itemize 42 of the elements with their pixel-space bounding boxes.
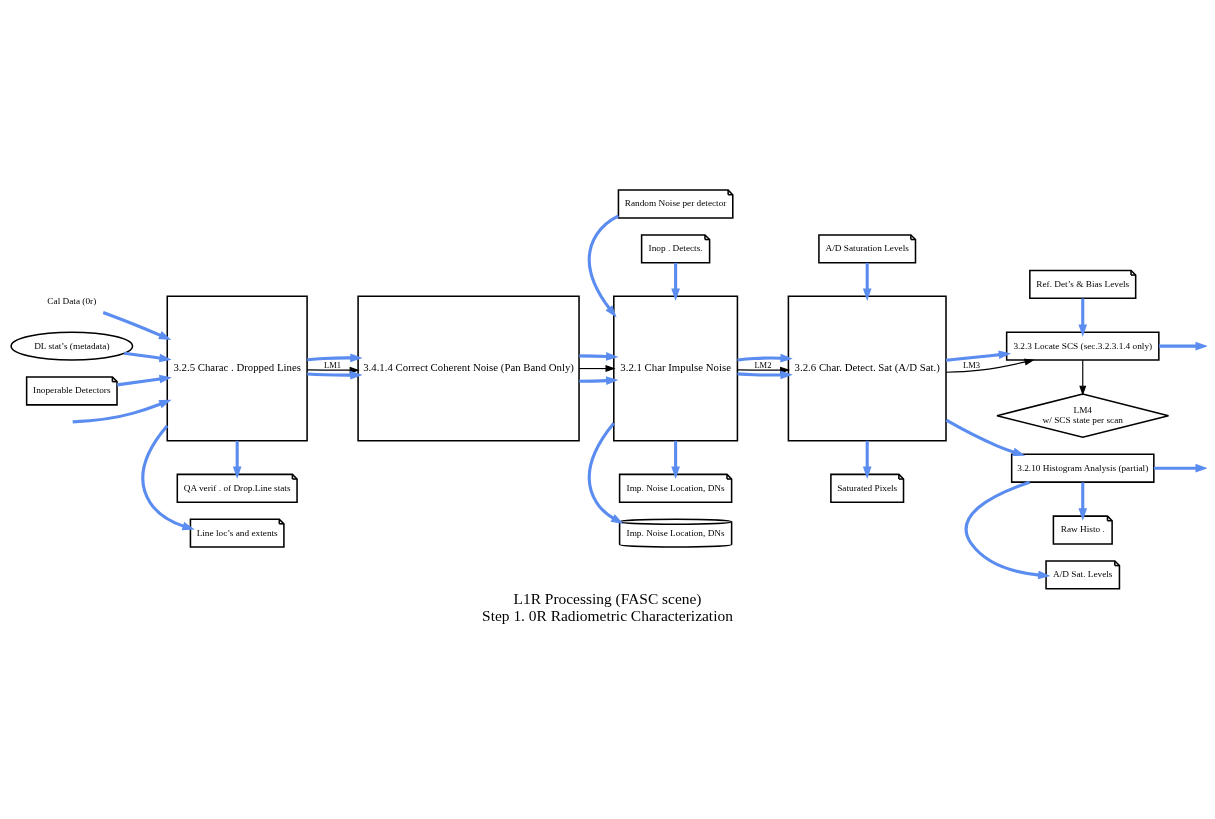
arrow (862, 262, 872, 301)
arrow (1079, 359, 1087, 396)
arrow (587, 214, 620, 318)
edge-label: LM3 (963, 359, 980, 370)
node-box: 3.2.1 Char Impulse Noise (613, 295, 739, 442)
node-box: 3.2.5 Charac . Dropped Lines (166, 295, 308, 442)
arrow (737, 353, 793, 363)
arrow (1153, 463, 1207, 473)
node-ellipse: DL stat’s (metadata) (10, 331, 134, 361)
arrow (964, 480, 1051, 580)
arrow (945, 350, 1012, 362)
diagram-title: L1R Processing (FASC scene) (513, 590, 702, 608)
edge-label: LM2 (754, 359, 772, 370)
arrow (1078, 482, 1088, 521)
arrow (579, 352, 619, 361)
edge-label: LM1 (324, 359, 342, 370)
node-box: 3.2.3 Locate SCS (sec.3.2.3.1.4 only) (1005, 331, 1160, 361)
arrow (1159, 341, 1207, 351)
arrow (124, 351, 172, 363)
arrow (307, 370, 363, 380)
arrow (579, 376, 619, 385)
arrow (671, 440, 680, 479)
arrow (116, 374, 172, 387)
caption: Step 1. 0R Radiometric Characterization (482, 607, 733, 625)
arrow (671, 262, 680, 301)
arrow (862, 440, 872, 479)
arrow (232, 440, 242, 479)
arrow (737, 370, 793, 380)
node-text: Cal Data (0r) (47, 295, 97, 306)
node-box: 3.2.6 Char. Detect. Sat (A/D Sat.) (787, 295, 947, 442)
node-diamond: LM4 w/ SCS state per scan (996, 393, 1170, 439)
arrow (945, 358, 1035, 373)
arrow (578, 365, 616, 373)
arrow (72, 399, 172, 424)
arrow (102, 311, 172, 340)
arrow (945, 418, 1026, 457)
arrow (1078, 298, 1088, 337)
node-box: 3.2.10 Histogram Analysis (partial) (1010, 453, 1155, 483)
arrow (307, 353, 363, 363)
arrow (141, 424, 195, 531)
node-box: 3.4.1.4 Correct Coherent Noise (Pan Band Only) (357, 295, 580, 442)
arrow (587, 422, 624, 524)
